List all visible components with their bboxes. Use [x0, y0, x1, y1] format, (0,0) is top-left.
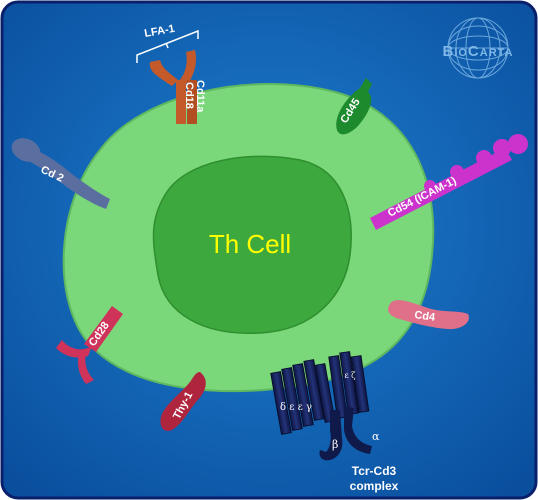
tcr-label-line1: Tcr-Cd3: [352, 464, 397, 478]
cd54-domain: [450, 165, 464, 179]
nucleus: [152, 155, 352, 335]
tcr-alpha-chain: [344, 406, 372, 454]
lfa1-bracket-tick: [165, 42, 169, 49]
cd28-arm-lower: [78, 350, 94, 384]
cd3-chains-left: [270, 359, 336, 435]
cd45-body: [336, 78, 372, 135]
lfa1-arm-left: [149, 60, 178, 86]
tcr-alpha-label: α: [372, 430, 380, 443]
tcr-beta-label: β: [332, 438, 338, 451]
cd4-molecule: Cd4: [388, 300, 469, 330]
tcr-cd3-complex: δ ε ε γ ε ζ β α Tcr-Cd3 complex: [270, 351, 399, 493]
cd54-domain: [493, 139, 511, 157]
cd4-body: [388, 300, 469, 330]
lfa1-stalk-cd11a: [187, 80, 197, 124]
lfa1-molecule: LFA-1 Cd18 Cd11a: [136, 23, 206, 124]
lfa1-stalk-cd18: [176, 80, 186, 124]
cd4-label: Cd4: [414, 309, 437, 324]
cd54-domain: [508, 134, 528, 154]
thy1-body: [160, 372, 206, 431]
logo-text: BioCarta: [442, 43, 513, 60]
cd54-domain: [476, 150, 492, 166]
tcr-chains-right-label: ε ζ: [344, 371, 356, 380]
globe-icon: [447, 17, 509, 79]
thy1-molecule: Thy-1: [160, 372, 206, 431]
cd3-chains-right: [328, 351, 370, 419]
cd2-stalk: [22, 146, 110, 209]
cd18-label: Cd18: [183, 82, 195, 109]
cd54-domain: [424, 180, 436, 192]
cd54-body: [370, 148, 512, 230]
cd28-stalk: [84, 306, 123, 352]
biocarta-logo: BioCarta: [442, 17, 513, 79]
tcr-chains-left-label: δ ε ε γ: [280, 402, 312, 413]
tcr-beta-chain: [319, 410, 343, 461]
lfa1-label: LFA-1: [143, 23, 175, 40]
tcr-label-line2: complex: [350, 479, 399, 493]
cd11a-label: Cd11a: [194, 80, 206, 113]
lfa1-bracket: [136, 29, 199, 63]
lfa1-arm-right: [180, 50, 197, 84]
nucleus-label: Th Cell: [209, 229, 291, 259]
cd2-molecule: Cd 2: [11, 138, 110, 209]
